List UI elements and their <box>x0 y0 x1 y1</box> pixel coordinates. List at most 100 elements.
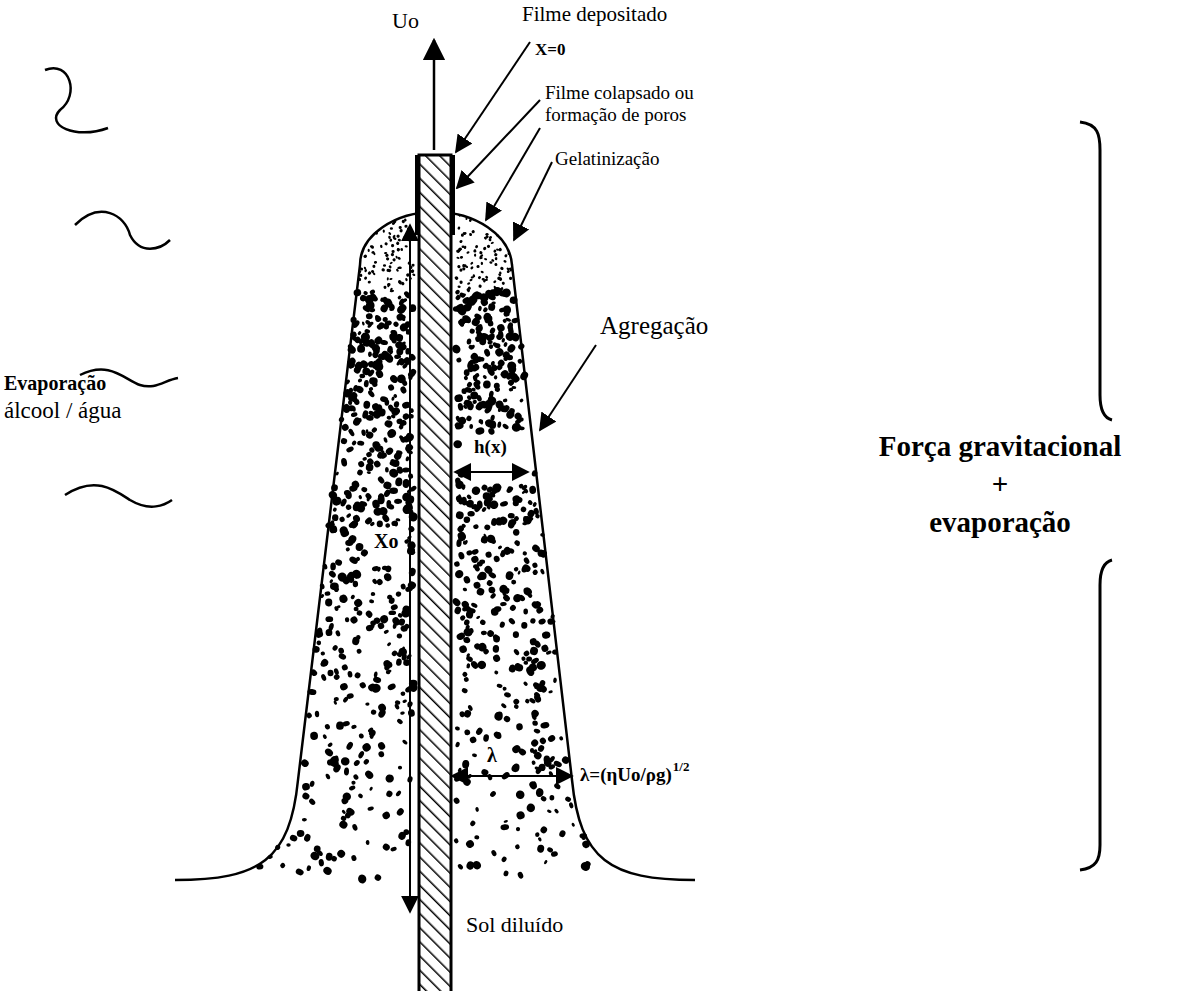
particle <box>351 781 355 785</box>
particle <box>306 865 312 872</box>
particle <box>558 829 566 838</box>
particle <box>470 485 482 497</box>
velocity-label: Uo <box>392 8 419 33</box>
particle <box>473 249 476 253</box>
particle <box>505 485 514 494</box>
particle <box>400 625 409 633</box>
particle <box>391 649 399 657</box>
particle <box>396 418 404 425</box>
particle <box>372 265 375 268</box>
particle <box>372 252 375 256</box>
particle <box>546 847 553 854</box>
particle <box>366 840 370 845</box>
particle <box>322 865 333 876</box>
particle <box>342 696 349 703</box>
particle <box>357 460 365 468</box>
particle <box>496 683 503 688</box>
particle <box>353 503 360 511</box>
particle <box>538 617 547 625</box>
particle <box>535 660 547 672</box>
particle <box>467 282 471 285</box>
particle <box>453 568 465 580</box>
particle <box>357 873 368 884</box>
particle <box>334 697 339 702</box>
particle <box>332 507 337 512</box>
particle <box>527 592 534 599</box>
particle <box>480 270 484 273</box>
particle <box>358 495 363 500</box>
particle <box>373 361 385 373</box>
particle <box>373 459 382 468</box>
particle <box>453 838 459 845</box>
particle <box>338 593 349 604</box>
particle <box>274 844 281 851</box>
particle <box>340 797 349 806</box>
particle <box>483 236 487 240</box>
film-label: Filme depositado <box>522 2 667 26</box>
particle <box>579 861 591 873</box>
particle <box>464 540 469 546</box>
particle <box>470 602 478 609</box>
particle <box>393 401 399 408</box>
particle <box>325 598 333 606</box>
particle <box>303 833 312 843</box>
particle <box>475 727 484 737</box>
particle <box>503 305 511 314</box>
particle <box>368 352 372 358</box>
particle <box>325 616 333 622</box>
particle <box>502 292 507 296</box>
particle <box>543 859 548 864</box>
particle <box>397 256 401 260</box>
particle <box>500 287 503 291</box>
particle <box>507 571 514 577</box>
particle <box>396 718 403 725</box>
particle <box>383 489 392 499</box>
particle <box>389 278 393 281</box>
particle <box>484 258 488 261</box>
particle <box>463 516 470 523</box>
position-label: X=0 <box>535 40 565 60</box>
particle <box>480 254 484 258</box>
particle <box>475 807 479 813</box>
particle <box>492 483 501 493</box>
particle <box>371 499 380 509</box>
particle <box>478 419 483 424</box>
particle <box>289 834 298 843</box>
thickness-label: h(x) <box>474 436 507 458</box>
particle <box>385 467 389 473</box>
particle <box>464 386 473 394</box>
particle <box>463 375 468 380</box>
particle <box>466 338 471 345</box>
particle <box>371 426 378 433</box>
particle <box>517 358 524 365</box>
particle <box>371 592 376 596</box>
particle <box>367 249 369 252</box>
particle <box>451 597 462 608</box>
particle <box>517 342 526 351</box>
particle <box>513 631 519 638</box>
particle <box>339 682 349 691</box>
exponent-label: 1/2 <box>673 760 690 775</box>
particle <box>388 265 392 269</box>
particle <box>457 319 465 328</box>
particle <box>459 711 466 718</box>
particle <box>402 467 410 472</box>
particle <box>308 798 317 806</box>
particle <box>454 477 461 486</box>
particle <box>461 246 464 249</box>
deposited-film <box>415 155 419 235</box>
particle <box>502 593 511 602</box>
particle <box>384 252 387 254</box>
particle <box>517 570 521 575</box>
particle <box>453 606 462 615</box>
particle <box>399 385 407 394</box>
particle <box>377 520 383 527</box>
particle <box>378 751 385 758</box>
particle <box>320 658 330 668</box>
particle <box>393 393 398 398</box>
particle <box>345 741 354 751</box>
particle <box>359 267 363 271</box>
particle <box>362 321 366 326</box>
particle <box>498 273 502 277</box>
particle <box>457 402 464 411</box>
